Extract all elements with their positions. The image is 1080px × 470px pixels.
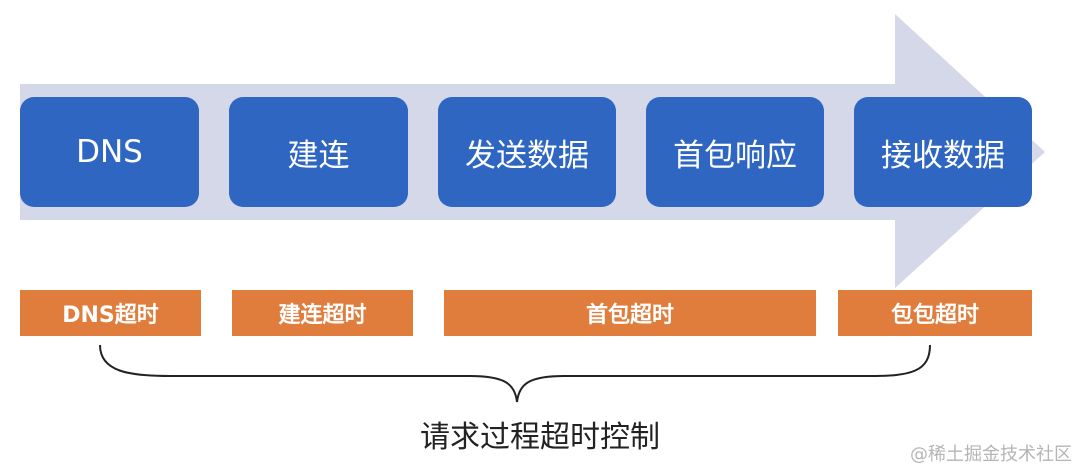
step-first-packet-label: 首包响应 bbox=[673, 137, 797, 174]
timeout-connect-label: 建连超时 bbox=[278, 303, 367, 328]
watermark: @稀土掘金技术社区 bbox=[910, 444, 1072, 465]
timeout-packet-label: 包包超时 bbox=[890, 303, 979, 328]
timeout-first-packet-label: 首包超时 bbox=[585, 303, 674, 328]
timeout-dns: DNS超时 bbox=[20, 290, 201, 336]
step-first-packet: 首包响应 bbox=[646, 97, 824, 207]
step-dns: DNS bbox=[20, 97, 199, 207]
step-send-data-label: 发送数据 bbox=[465, 137, 589, 174]
timeout-dns-label: DNS超时 bbox=[62, 303, 159, 328]
step-connect: 建连 bbox=[229, 97, 408, 207]
step-connect-label: 建连 bbox=[287, 137, 350, 174]
step-send-data: 发送数据 bbox=[438, 97, 616, 207]
timeout-first-packet: 首包超时 bbox=[444, 290, 816, 336]
diagram-caption: 请求过程超时控制 bbox=[420, 420, 660, 455]
step-receive-data-label: 接收数据 bbox=[881, 137, 1005, 174]
timeout-connect: 建连超时 bbox=[232, 290, 413, 336]
timeout-packet: 包包超时 bbox=[838, 290, 1032, 336]
step-receive-data: 接收数据 bbox=[854, 97, 1032, 207]
step-dns-label: DNS bbox=[76, 134, 143, 170]
